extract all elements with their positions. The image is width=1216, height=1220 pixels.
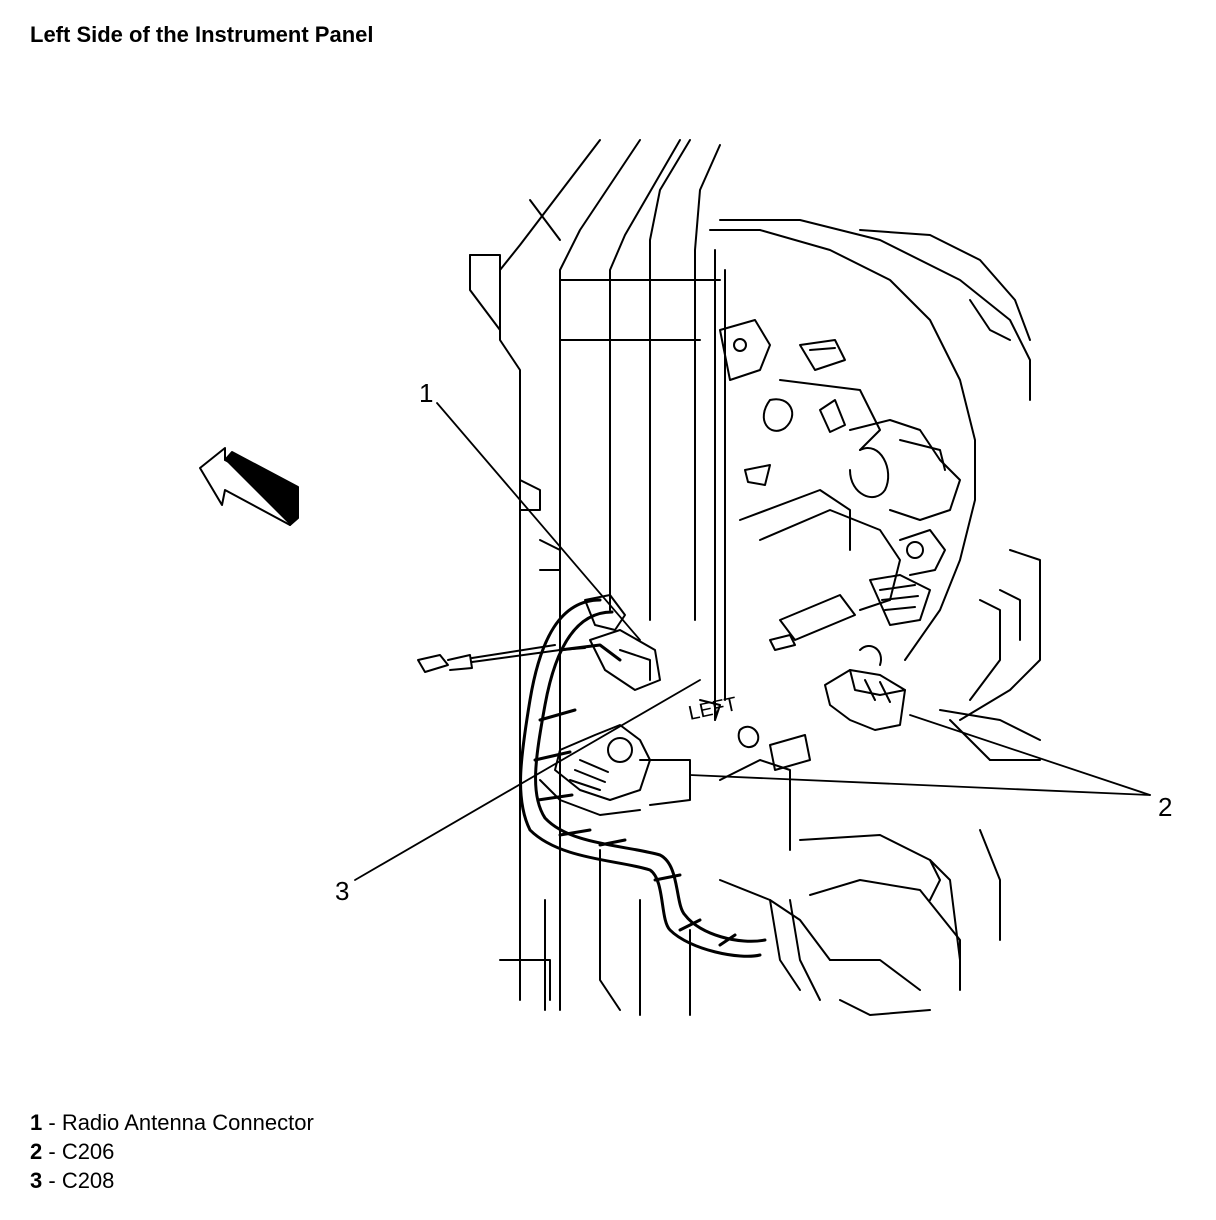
radio-antenna-connector (584, 594, 661, 691)
front-direction-arrow-icon (199, 447, 299, 526)
leader-line-3 (354, 679, 701, 881)
legend-label: Radio Antenna Connector (61, 1110, 314, 1135)
legend: 1 - Radio Antenna Connector 2 - C206 3 -… (30, 1108, 314, 1195)
c208-connector (539, 724, 691, 816)
page-title: Left Side of the Instrument Panel (30, 22, 374, 47)
callout-2: 2 (1158, 792, 1173, 822)
legend-item-3: 3 - C208 (30, 1166, 314, 1195)
legend-number: 2 (30, 1139, 43, 1164)
pillar-frame (469, 139, 721, 1016)
legend-item-2: 2 - C206 (30, 1137, 314, 1166)
leader-line-2a (909, 714, 1151, 796)
legend-label: C208 (61, 1168, 115, 1193)
legend-number: 3 (30, 1168, 43, 1193)
leader-line-2b (689, 774, 1151, 796)
leader-lines (354, 402, 1151, 881)
legend-item-1: 1 - Radio Antenna Connector (30, 1108, 314, 1137)
lower-panel-duct: LEFT (686, 693, 961, 1016)
junction-block (759, 419, 961, 651)
callout-3: 3 (335, 876, 350, 906)
leader-line-1 (436, 402, 641, 641)
c206-connector (824, 645, 906, 731)
svg-text:LEFT: LEFT (686, 693, 738, 725)
legend-number: 1 (30, 1110, 43, 1135)
legend-label: C206 (61, 1139, 115, 1164)
callout-1: 1 (419, 378, 434, 408)
legend-separator: - (42, 1110, 62, 1135)
legend-separator: - (42, 1139, 62, 1164)
antenna-lead (417, 644, 586, 673)
wiring-harness (519, 598, 767, 958)
legend-separator: - (42, 1168, 62, 1193)
instrument-panel-shell (709, 219, 1041, 961)
